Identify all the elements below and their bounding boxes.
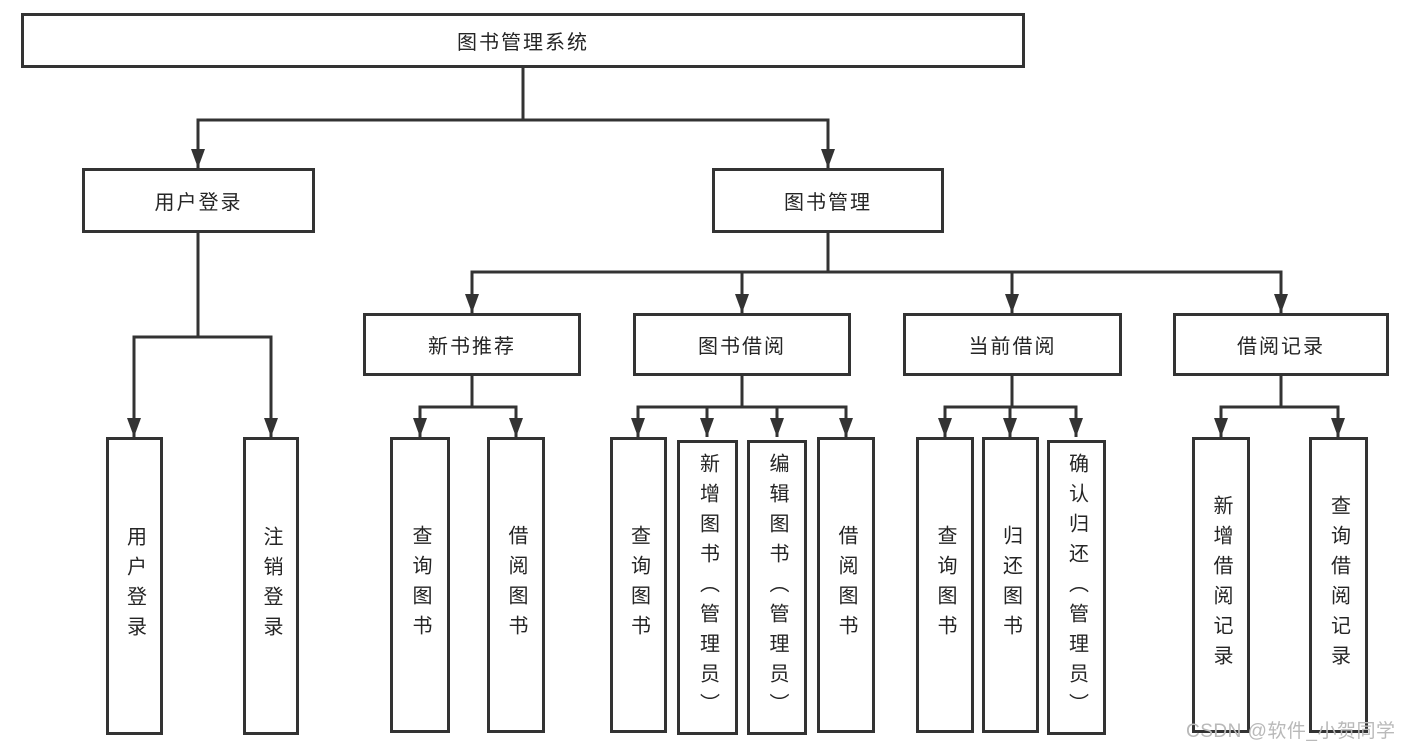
node-label: 查询图书: [627, 525, 650, 645]
node-book-borrowing: 图书借阅: [633, 313, 851, 376]
node-label: 新增图书（管理员）: [696, 452, 719, 723]
connector-newbook-to-leaves: [413, 374, 523, 437]
watermark: CSDN @软件_小贺同学: [1186, 721, 1396, 742]
leaf-logout: 注销登录: [243, 437, 299, 735]
node-borrowing-records: 借阅记录: [1173, 313, 1389, 376]
node-label: 图书管理: [784, 192, 872, 214]
leaf-current-query-books: 查询图书: [916, 437, 974, 733]
leaf-borrowing-edit-books-admin: 编辑图书（管理员）: [747, 440, 807, 735]
node-label: 查询图书: [934, 525, 956, 645]
node-label: 新增借阅记录: [1210, 495, 1232, 675]
node-label: 当前借阅: [968, 336, 1057, 358]
node-label: 注销登录: [260, 526, 282, 646]
leaf-newbook-borrow-books: 借阅图书: [487, 437, 545, 733]
node-label: 图书管理系统: [457, 32, 589, 54]
connector-root-to-level2: [191, 66, 835, 168]
node-label: 借阅图书: [505, 525, 527, 645]
leaf-borrowing-add-books-admin: 新增图书（管理员）: [677, 440, 738, 735]
node-label: 查询借阅记录: [1327, 495, 1350, 675]
connector-login-to-leaves: [127, 231, 278, 437]
node-label: 借阅记录: [1237, 336, 1325, 358]
connector-borrow-to-leaves: [631, 374, 853, 437]
node-label: 新书推荐: [428, 336, 516, 358]
node-label: 用户登录: [154, 192, 243, 214]
node-label: 借阅图书: [835, 525, 857, 645]
leaf-user-login: 用户登录: [106, 437, 163, 735]
leaf-current-confirm-return-admin: 确认归还（管理员）: [1047, 440, 1106, 735]
leaf-borrowing-query-books: 查询图书: [610, 437, 667, 733]
node-label: 查询图书: [409, 525, 431, 645]
node-label: 用户登录: [123, 526, 146, 646]
node-label: 编辑图书（管理员）: [766, 452, 788, 723]
node-new-book-recommend: 新书推荐: [363, 313, 581, 376]
node-label: 确认归还（管理员）: [1065, 452, 1088, 723]
leaf-borrowing-borrow-books: 借阅图书: [817, 437, 875, 733]
leaf-records-add-record: 新增借阅记录: [1192, 437, 1250, 733]
node-current-borrowing: 当前借阅: [903, 313, 1122, 376]
leaf-current-return-books: 归还图书: [982, 437, 1039, 733]
connector-records-to-leaves: [1214, 374, 1345, 437]
node-label: 归还图书: [999, 525, 1022, 645]
node-root-system: 图书管理系统: [21, 13, 1025, 68]
leaf-newbook-query-books: 查询图书: [390, 437, 450, 733]
node-label: 图书借阅: [698, 336, 786, 358]
node-user-login-branch: 用户登录: [82, 168, 315, 233]
node-book-management-branch: 图书管理: [712, 168, 944, 233]
connector-mgmt-to-level3: [465, 231, 1288, 313]
connector-current-to-leaves: [938, 374, 1083, 437]
leaf-records-query-record: 查询借阅记录: [1309, 437, 1368, 733]
